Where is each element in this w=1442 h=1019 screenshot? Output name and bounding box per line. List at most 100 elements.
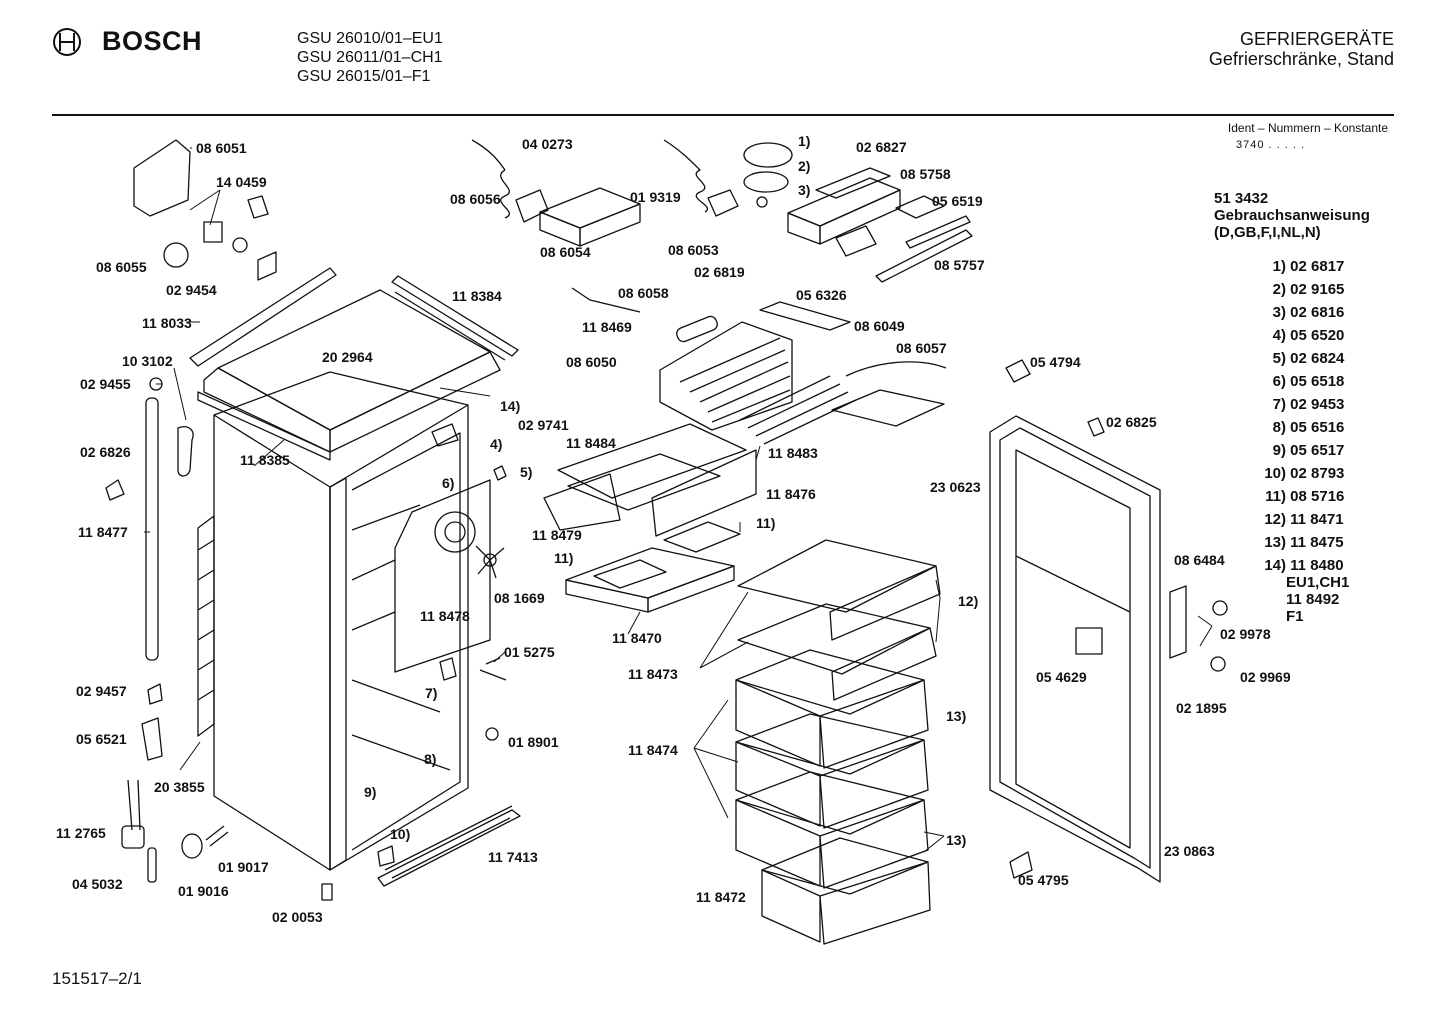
legend-list: 1) 02 6817 2) 02 9165 3) 02 6816 4) 05 6… <box>1252 258 1349 625</box>
part-label: 02 0053 <box>272 909 323 925</box>
starter-icon <box>163 242 189 268</box>
top-rails <box>189 267 519 367</box>
category-title: GEFRIERGERÄTE <box>1239 29 1394 49</box>
part-label: 11 2765 <box>56 825 106 841</box>
legend-row: 5) 02 6824 <box>1252 350 1349 373</box>
part-label: 11 8473 <box>628 666 678 682</box>
legend-row: 13) 11 8475 <box>1252 534 1349 557</box>
part-label: 11 8478 <box>420 608 470 624</box>
category-subtitle: Gefrierschränke, Stand <box>1208 49 1394 69</box>
legend-key: 1) <box>1272 258 1286 275</box>
thermostat-coil <box>500 169 510 219</box>
side-condenser <box>197 515 215 737</box>
legend-key: 12) <box>1264 511 1286 528</box>
legend-part: 02 6817 <box>1290 258 1345 275</box>
part-label: 11 8477 <box>78 524 128 540</box>
manual-languages: (D,GB,F,I,NL,N) <box>1214 224 1321 241</box>
legend-part: 11 8471 <box>1290 511 1344 528</box>
callout-label: 9) <box>364 784 376 800</box>
drawer-tray <box>565 547 735 613</box>
legend-part: 11 8475 <box>1290 534 1344 551</box>
baskets <box>735 649 931 945</box>
capillary-wire <box>471 139 506 171</box>
callout-label: 8) <box>424 751 436 767</box>
part-label: 08 6484 <box>1174 552 1225 568</box>
part-label: 20 2964 <box>322 349 373 365</box>
part-label: 08 5757 <box>934 257 985 273</box>
manual-number: 51 3432 <box>1214 190 1269 207</box>
thermostat-coil-2 <box>663 139 709 213</box>
legend-key: 4) <box>1272 327 1286 344</box>
manual-title: Gebrauchsanweisung <box>1214 207 1370 224</box>
part-label: 11 7413 <box>488 849 538 865</box>
legend-part: 08 5716 <box>1290 488 1345 505</box>
legend-key: 2) <box>1272 281 1286 298</box>
legend-part: 02 9453 <box>1290 396 1345 413</box>
part-label: 08 6055 <box>96 259 147 275</box>
model-line: GSU 26011/01–CH1 <box>297 49 443 66</box>
plinth-grille <box>377 805 521 887</box>
legend-row: 6) 05 6518 <box>1252 373 1349 396</box>
legend-key: 10) <box>1264 465 1286 482</box>
bosch-logo-icon <box>52 27 82 57</box>
legend-key: 13) <box>1264 534 1286 551</box>
part-label: 01 9319 <box>630 189 681 205</box>
part-label: 11 8469 <box>582 319 632 335</box>
heater-loops <box>739 375 857 445</box>
part-label: 08 6049 <box>854 318 905 334</box>
legend-row: 1) 02 6817 <box>1252 258 1349 281</box>
legend-key: 8) <box>1272 419 1286 436</box>
part-label: 02 9457 <box>76 683 127 699</box>
part-label: 11 8472 <box>696 889 746 905</box>
thermostat-housing <box>539 187 641 229</box>
ident-label: Ident – Nummern – Konstante <box>1227 121 1388 135</box>
legend-part: 02 8793 <box>1290 465 1345 482</box>
part-label: 02 9978 <box>1220 626 1271 642</box>
evaporator-bracket <box>759 301 851 331</box>
legend-row: 3) 02 6816 <box>1252 304 1349 327</box>
part-label: 11 8476 <box>766 486 816 502</box>
callout-label: 5) <box>520 464 532 480</box>
part-label: 02 6819 <box>694 264 745 280</box>
evaporator <box>659 315 793 431</box>
part-label: 04 5032 <box>72 876 123 892</box>
legend-key: 9) <box>1272 442 1286 459</box>
legend-row: 12) 11 8471 <box>1252 511 1349 534</box>
cabinet-body <box>213 371 469 871</box>
leader-lines <box>144 147 1213 853</box>
legend-row: 10) 02 8793 <box>1252 465 1349 488</box>
callout-label: 1) <box>798 133 810 149</box>
part-label: 01 9017 <box>218 859 269 875</box>
door <box>989 415 1161 883</box>
legend-key: 7) <box>1272 396 1286 413</box>
hinge-bottom <box>1009 851 1033 879</box>
part-label: 08 6053 <box>668 242 719 258</box>
legend-part: 05 6517 <box>1290 442 1345 459</box>
part-label: 05 6519 <box>932 193 983 209</box>
manual-block: 51 3432 Gebrauchsanweisung (D,GB,F,I,NL,… <box>1214 190 1370 241</box>
part-label: 04 0273 <box>522 136 573 152</box>
brand-name: BOSCH <box>102 26 203 56</box>
part-label: 01 5275 <box>504 644 555 660</box>
callout-label: 14) <box>500 398 520 414</box>
part-label: 11 8470 <box>612 630 662 646</box>
part-label: 02 1895 <box>1176 700 1227 716</box>
relay-housing <box>133 139 191 217</box>
part-label: 05 6521 <box>76 731 127 747</box>
probe-wire <box>571 287 641 313</box>
callout-label: 6) <box>442 475 454 491</box>
callout-label: 7) <box>425 685 437 701</box>
part-label: 11 8479 <box>532 527 582 543</box>
part-label: 23 0623 <box>930 479 981 495</box>
part-label: 11 8484 <box>566 435 616 451</box>
legend-part: 02 6824 <box>1290 350 1345 367</box>
part-label: 10 3102 <box>122 353 173 369</box>
model-line: GSU 26010/01–EU1 <box>297 30 443 47</box>
control-knobs <box>743 142 793 208</box>
part-label: 05 4629 <box>1036 669 1087 685</box>
legend-key: 6) <box>1272 373 1286 390</box>
part-label: 08 6058 <box>618 285 669 301</box>
legend-row: 8) 05 6516 <box>1252 419 1349 442</box>
cover-plate <box>831 389 945 427</box>
header-rule <box>52 114 1394 116</box>
